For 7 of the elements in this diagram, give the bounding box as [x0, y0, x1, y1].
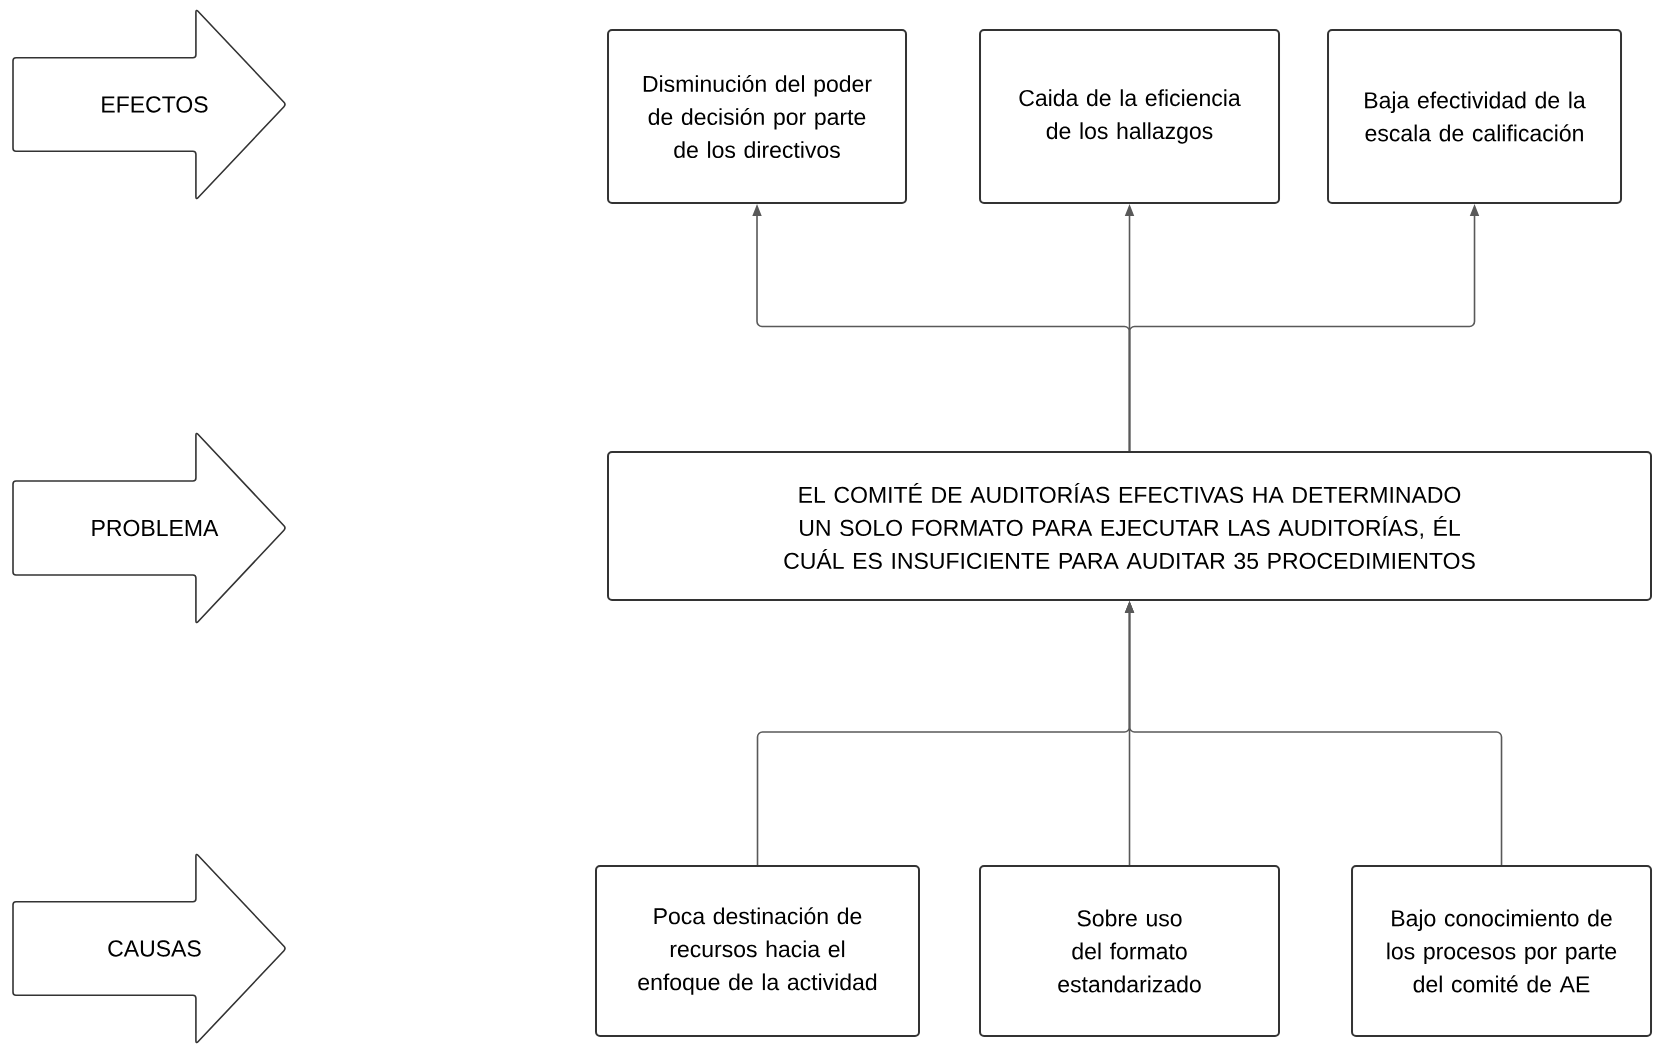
text-box: Caida de la eficiencia de los hallazgos [979, 29, 1280, 204]
text-box: EL COMITÉ DE AUDITORÍAS EFECTIVAS HA DETERMINADO UN SOLO FORMATO PARA EJECUTAR LAS AUDITORÍAS, ÉL CUÁL ES INSUFICIENTE PARA AUDITAR 35 PROCEDIMIENTOS [607, 451, 1652, 601]
text-box: Disminución del poder de decisión por parte de los directivos [607, 29, 907, 204]
text-box: Sobre uso del formato estandarizado [979, 865, 1280, 1037]
text-box: Poca destinación de recursos hacia el enfoque de la actividad [595, 865, 920, 1037]
text-box: Baja efectividad de la escala de calificación [1327, 29, 1622, 204]
text-box: Bajo conocimiento de los procesos por parte del comité de AE [1351, 865, 1652, 1037]
